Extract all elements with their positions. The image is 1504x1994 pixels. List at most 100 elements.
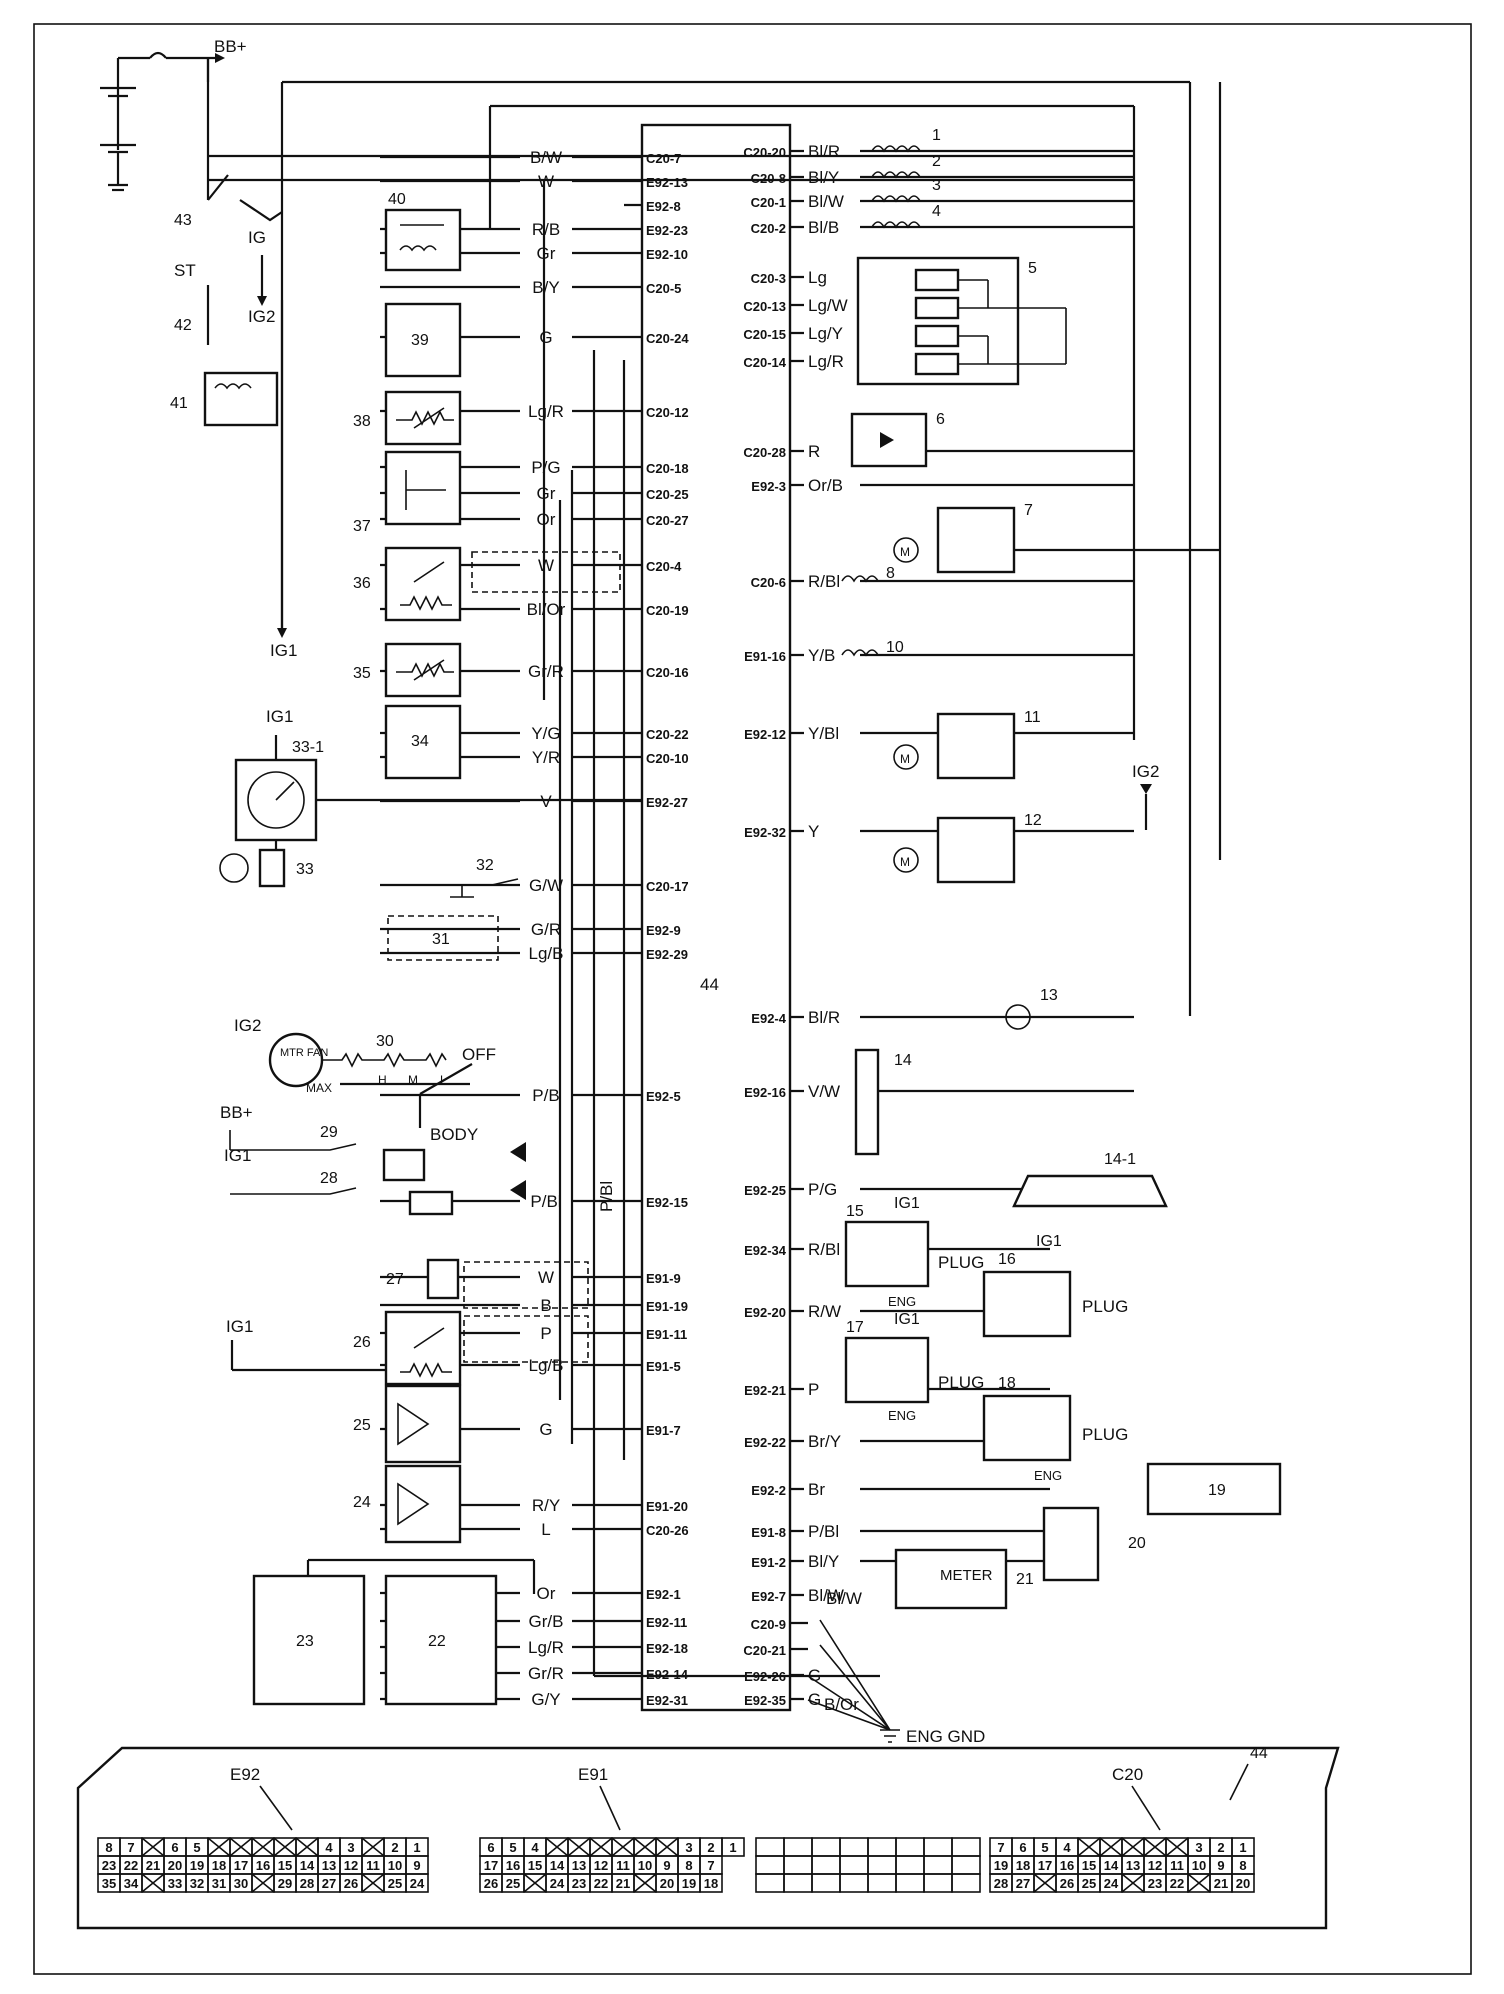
connector-pin-number: 19 xyxy=(994,1858,1008,1873)
connector-pin-number: 28 xyxy=(300,1876,314,1891)
bb-plus-label: BB+ xyxy=(214,37,247,56)
connector-pin-number: 2 xyxy=(707,1840,714,1855)
main-relay-number: 40 xyxy=(388,191,406,208)
svg-text:ENG: ENG xyxy=(1034,1468,1062,1483)
pin-label: E91-2 xyxy=(751,1555,786,1570)
wire-color-label: R/Bl xyxy=(808,1240,840,1259)
relay-12-number: 12 xyxy=(1024,812,1042,829)
connector-pin-number: 12 xyxy=(344,1858,358,1873)
sensor-34-number: 34 xyxy=(411,733,429,750)
svg-text:IG1: IG1 xyxy=(1036,1233,1062,1250)
wire-color-label: P/Bl xyxy=(530,1192,561,1211)
wire-color-label: Y/R xyxy=(532,748,560,767)
dlc-connector xyxy=(1012,1174,1168,1208)
e92-label: E92 xyxy=(230,1765,260,1784)
connector-pin-number: 18 xyxy=(212,1858,226,1873)
connector-pin-number: 17 xyxy=(484,1858,498,1873)
sender-icon xyxy=(219,853,249,883)
pin-label: C20-25 xyxy=(646,487,689,502)
connector-pin-number: 4 xyxy=(1063,1840,1071,1855)
connector-pin-number: 34 xyxy=(124,1876,139,1891)
pin-label: E92-34 xyxy=(744,1243,787,1258)
sensor-34 xyxy=(384,704,462,780)
connector-pin-number: 10 xyxy=(638,1858,652,1873)
wire-color-label: Y xyxy=(808,822,819,841)
meter-21 xyxy=(894,1548,1008,1610)
connector-pin-number: 14 xyxy=(300,1858,315,1873)
switch-32-number: 32 xyxy=(476,857,494,874)
meter-21-number: 21 xyxy=(1016,1571,1034,1588)
wire-color-label: Br xyxy=(808,1480,825,1499)
wire-color-label: R/B xyxy=(532,220,560,239)
sensor-14-number: 14 xyxy=(894,1052,912,1069)
connector-pin-number: 21 xyxy=(1214,1876,1228,1891)
connector-pin-number: 20 xyxy=(660,1876,674,1891)
pin-label: C20-1 xyxy=(751,195,786,210)
pin-label: E92-25 xyxy=(744,1183,786,1198)
resistor-28 xyxy=(408,1190,454,1216)
connector-pin-number: 18 xyxy=(704,1876,718,1891)
wire-color-label: V xyxy=(540,792,552,811)
wire-color-label: G/R xyxy=(531,920,561,939)
main-relay xyxy=(384,208,462,272)
sensor-38 xyxy=(384,390,462,446)
connector-pin-number: 24 xyxy=(410,1876,425,1891)
wire-color-label: Bl/W xyxy=(808,192,844,211)
pin-label: E91-7 xyxy=(646,1423,681,1438)
ignition-coil-18: 18 PLUG ENG xyxy=(982,1375,1128,1483)
switch-28-number: 28 xyxy=(320,1170,338,1187)
sensor-25 xyxy=(384,1384,462,1464)
ecm-right-pin: E92-2 Br xyxy=(751,1479,1050,1499)
svg-text:M: M xyxy=(900,855,910,869)
relay-11-number: 11 xyxy=(1024,709,1041,726)
connector-pin-number: 23 xyxy=(102,1858,116,1873)
wire-color-label: Bl/Y xyxy=(808,168,839,187)
unit-31-number: 31 xyxy=(432,931,450,948)
connector-pin-number: 19 xyxy=(682,1876,696,1891)
sensor-26 xyxy=(384,1310,462,1386)
connector-pin-number: 24 xyxy=(1104,1876,1119,1891)
fan-max-label: MAX xyxy=(306,1081,332,1095)
connector-pin-number: 3 xyxy=(685,1840,692,1855)
ecm-left-pin: C20-5B/Y xyxy=(380,277,681,297)
connector-pin-number: 15 xyxy=(1082,1858,1096,1873)
dlc-14-1-number: 14-1 xyxy=(1104,1151,1136,1168)
connector-pin-number: 18 xyxy=(1016,1858,1030,1873)
pin-label: E91-16 xyxy=(744,649,786,664)
pin-label: E92-35 xyxy=(744,1693,786,1708)
pin-label: E92-8 xyxy=(646,199,681,214)
connector-pin-number: 5 xyxy=(193,1840,200,1855)
connector-pin-number: 11 xyxy=(366,1858,380,1873)
pin-label: E92-10 xyxy=(646,247,688,262)
sensor-25-number: 25 xyxy=(353,1417,371,1434)
wire-color-label: R/W xyxy=(808,1302,841,1321)
wire-color-label: P/Bl xyxy=(808,1522,839,1541)
pin-label: E92-2 xyxy=(751,1483,786,1498)
sensor-20 xyxy=(1042,1506,1100,1582)
fan-m-label: M xyxy=(408,1073,418,1087)
svg-text:16: 16 xyxy=(998,1251,1016,1268)
sensor-39-number: 39 xyxy=(411,332,429,349)
sensor-39 xyxy=(384,302,462,378)
ecm-right-pin: C20-9 xyxy=(751,1617,808,1632)
connector-pin-number: 8 xyxy=(105,1840,112,1855)
svg-text:PLUG: PLUG xyxy=(1082,1297,1128,1316)
connector-pin-number: 9 xyxy=(413,1858,420,1873)
c20-label: C20 xyxy=(1112,1765,1143,1784)
connector-pin-number: 16 xyxy=(256,1858,270,1873)
svg-text:M: M xyxy=(900,545,910,559)
ecm-left-pin: E91-9W xyxy=(380,1267,681,1287)
connector-pin-number: 15 xyxy=(278,1858,292,1873)
unit-23 xyxy=(252,1574,366,1706)
ig2-label-fan: IG2 xyxy=(234,1016,261,1035)
connector-pin-number: 26 xyxy=(1060,1876,1074,1891)
connector-pin-number: 20 xyxy=(168,1858,182,1873)
wire-color-label: Lg/R xyxy=(808,352,844,371)
wire-color-label: R xyxy=(808,442,820,461)
pin-label: E92-21 xyxy=(744,1383,786,1398)
svg-text:PLUG: PLUG xyxy=(1082,1425,1128,1444)
connector-pin-number: 19 xyxy=(190,1858,204,1873)
shield-27 xyxy=(463,1261,589,1309)
